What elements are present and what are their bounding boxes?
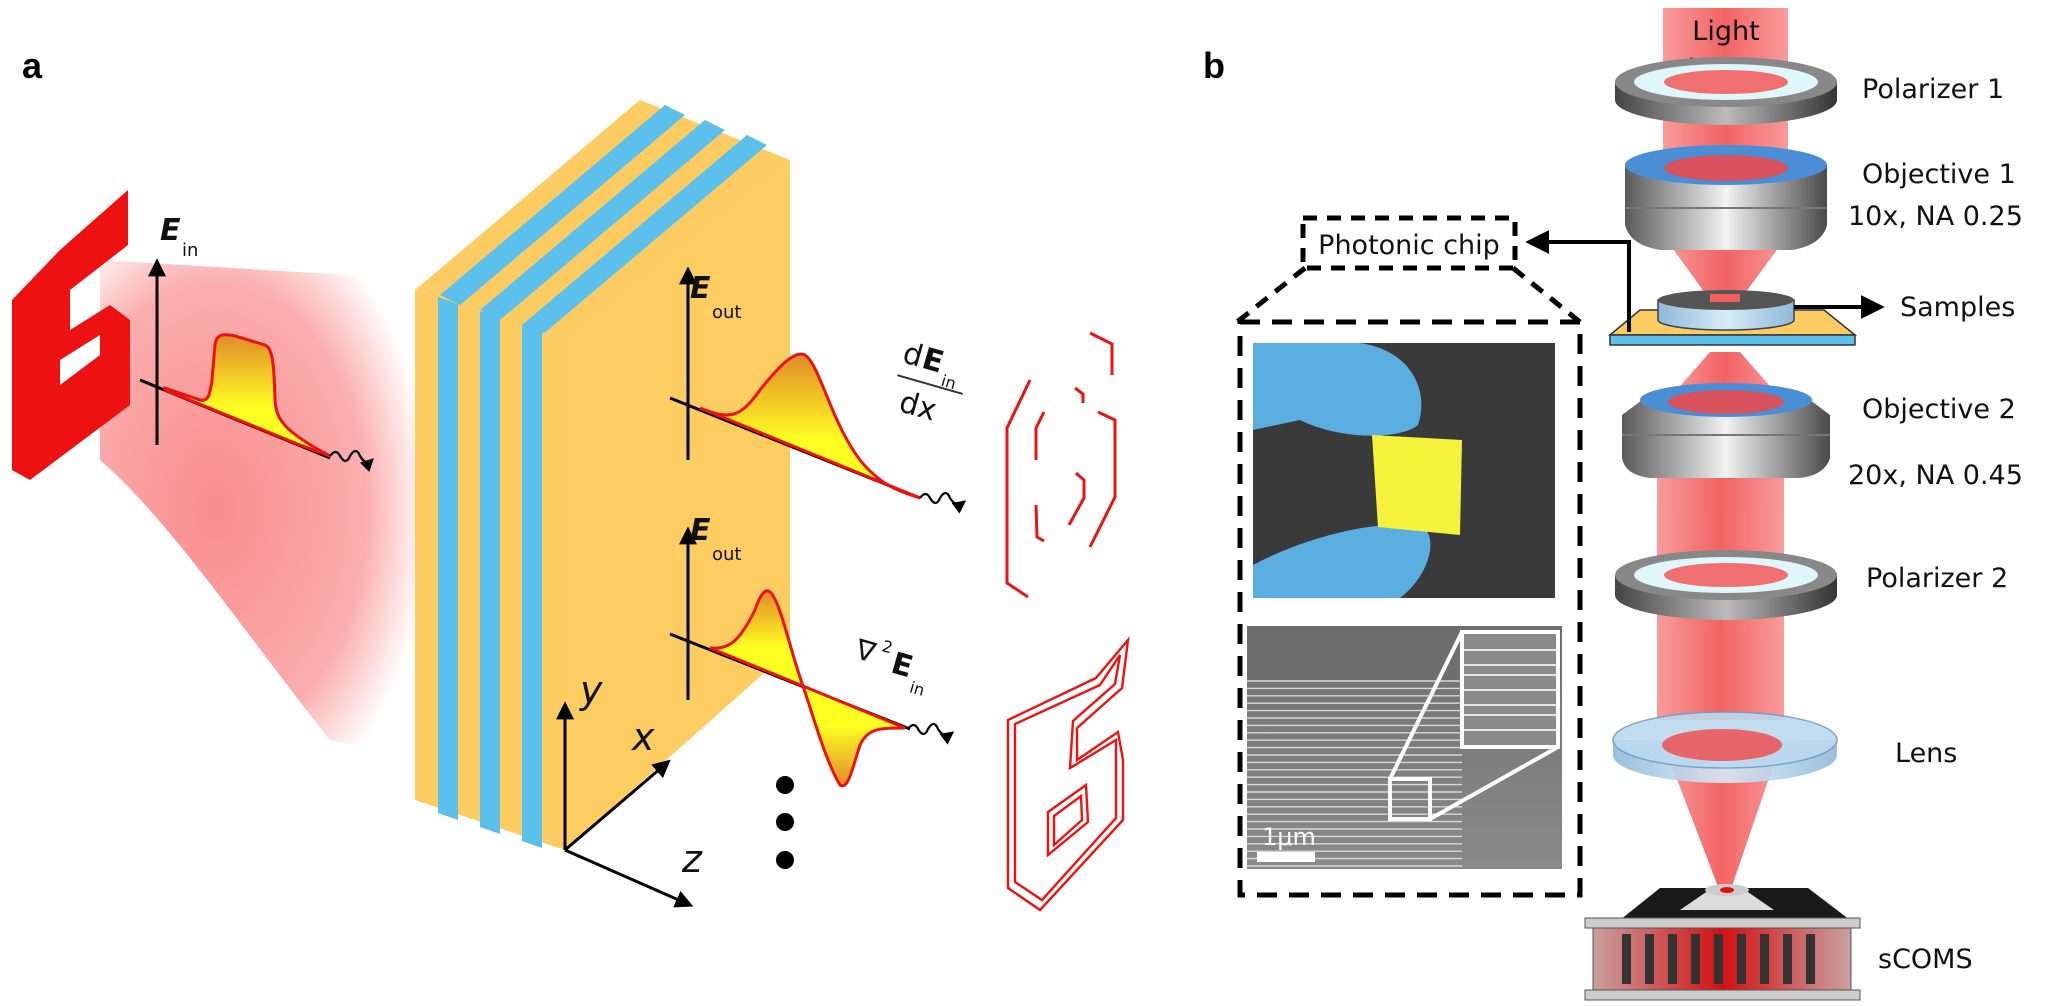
objective-1: [1625, 145, 1827, 250]
bottom-wave-arrow: [907, 722, 955, 745]
scoms-camera: [1584, 884, 1861, 1001]
panel-b: b Light beam: [1203, 8, 2023, 1001]
chip-label-box: [1300, 215, 1518, 271]
label-objective-1: Objective 1: [1862, 159, 2016, 190]
label-objective-1-spec: 10x, NA 0.25: [1848, 201, 2023, 232]
input-digit-6: [12, 190, 130, 480]
ein-label-sub: in: [182, 240, 198, 261]
output-first-derivative: E out d E in dx: [669, 266, 1117, 599]
chip-detail-box: [1237, 319, 1583, 898]
output-second-derivative: E out ∇ 2 E in: [669, 513, 1130, 912]
sem-layer-lines: [1247, 680, 1462, 867]
input-pulse: [163, 333, 331, 458]
ein-label-main: E: [160, 213, 181, 248]
derivative-label: d E in dx: [895, 336, 963, 429]
second-derivative-pulse-negative: [800, 683, 906, 788]
x-axis-label: x: [631, 715, 655, 759]
input-field-plot: E in: [139, 213, 374, 473]
eout-bottom-label-sub: out: [712, 544, 741, 565]
eout-top-label-sub: out: [712, 302, 741, 323]
label-objective-2-spec: 20x, NA 0.45: [1848, 460, 2023, 491]
label-polarizer-2: Polarizer 2: [1866, 563, 2008, 594]
chip-callout-arrow: [1525, 230, 1631, 332]
label-objective-2: Objective 2: [1862, 394, 2016, 425]
sem-inset-lines: [1464, 649, 1556, 731]
derivative-denominator: dx: [895, 385, 940, 429]
input-wave-arrow: [329, 449, 374, 473]
label-scoms: sCOMS: [1878, 944, 1973, 975]
z-axis-arrow: [564, 848, 694, 908]
label-samples: Samples: [1900, 292, 2015, 323]
panel-a: a E in: [12, 45, 1130, 912]
chip-label: Photonic chip: [1318, 230, 1500, 261]
label-lens: Lens: [1895, 738, 1957, 769]
laplacian-label: ∇ 2 E in: [851, 632, 927, 700]
lens: [1612, 711, 1838, 783]
objective-2: [1622, 383, 1830, 478]
z-axis-label: z: [681, 837, 703, 881]
fraction-bar: [897, 374, 963, 395]
photonic-chip-callout: Photonic chip: [1235, 215, 1583, 898]
laplacian-operator: ∇: [851, 632, 879, 669]
sample-image: [1710, 294, 1740, 302]
laplacian-power: 2: [880, 636, 895, 657]
beam-focus-top: [1663, 235, 1788, 300]
second-derivative-image-6: [1006, 636, 1130, 912]
panel-b-label: b: [1203, 45, 1225, 86]
light-glow: [100, 260, 430, 760]
x-axis-arrow: [564, 759, 671, 852]
sem-image: 1μm: [1247, 626, 1562, 869]
multilayer-stack: [415, 100, 790, 850]
top-wave-arrow: [919, 491, 967, 514]
label-polarizer-1: Polarizer 1: [1862, 74, 2004, 105]
beam-label-line1: Light: [1692, 16, 1759, 47]
first-derivative-pulse: [699, 352, 921, 500]
eout-bottom-label-main: E: [690, 513, 711, 548]
continuation-dots: [776, 776, 794, 869]
eout-top-label-main: E: [690, 271, 711, 306]
sensor-slits: [1622, 934, 1815, 984]
second-derivative-pulse-positive: [709, 589, 806, 689]
y-axis-label: y: [579, 668, 603, 712]
polarizer-1: [1615, 57, 1837, 125]
sem-zoom-box: [1388, 777, 1432, 821]
scale-bar: [1257, 852, 1315, 862]
sample-stage: [1607, 290, 1858, 346]
chip-photo: [1253, 343, 1555, 598]
polarizer-2: [1615, 550, 1837, 620]
panel-a-label: a: [22, 45, 43, 86]
first-derivative-image-6: [1005, 331, 1117, 599]
scale-bar-label: 1μm: [1262, 823, 1316, 851]
laplacian-sub: in: [908, 678, 927, 700]
coordinate-axes: y x z: [556, 668, 703, 908]
